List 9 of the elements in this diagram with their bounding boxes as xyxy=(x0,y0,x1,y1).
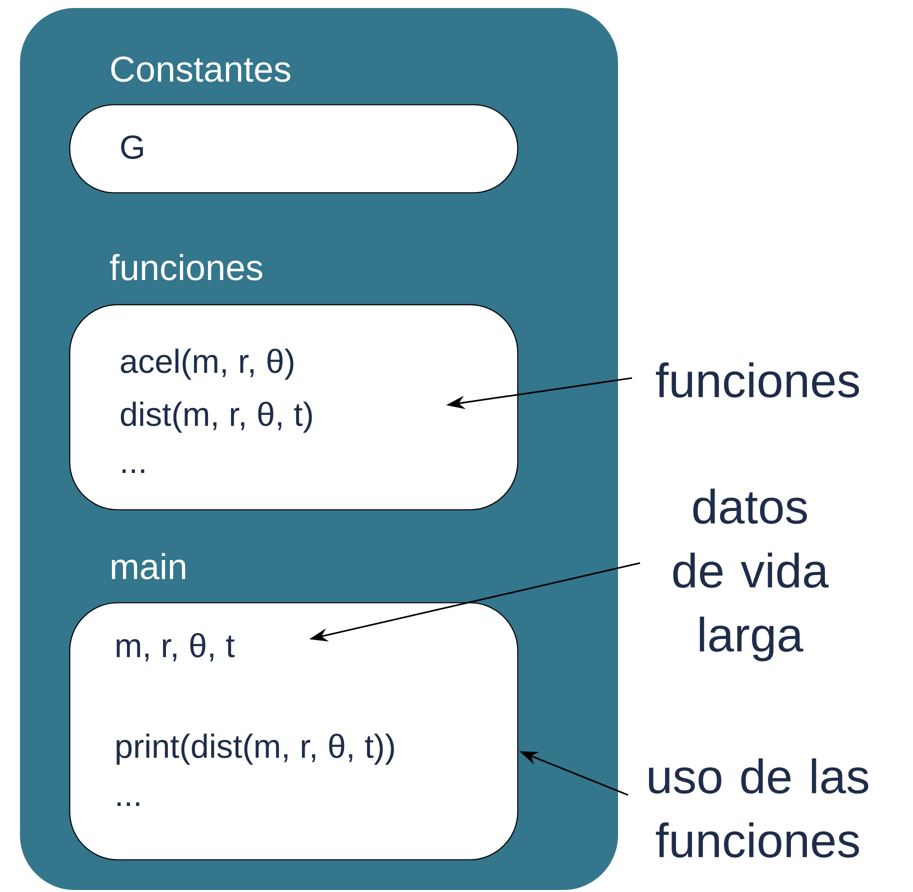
node-label: funciones xyxy=(110,254,262,280)
main-box: main m, r, θ, t print(dist(m, r, θ, t)) ... xyxy=(69,552,518,860)
node-label: Constantes xyxy=(111,56,290,82)
callout-text: datos de vida larga xyxy=(673,488,829,662)
function-box: funciones acel(m, r, θ) dist(m, r, θ, t) ... xyxy=(69,254,518,510)
constant-box: Constantes G xyxy=(69,56,518,194)
callout-text: uso de las funciones xyxy=(649,758,868,858)
callout-text: funciones xyxy=(656,362,859,398)
node-label: main xyxy=(112,552,186,580)
